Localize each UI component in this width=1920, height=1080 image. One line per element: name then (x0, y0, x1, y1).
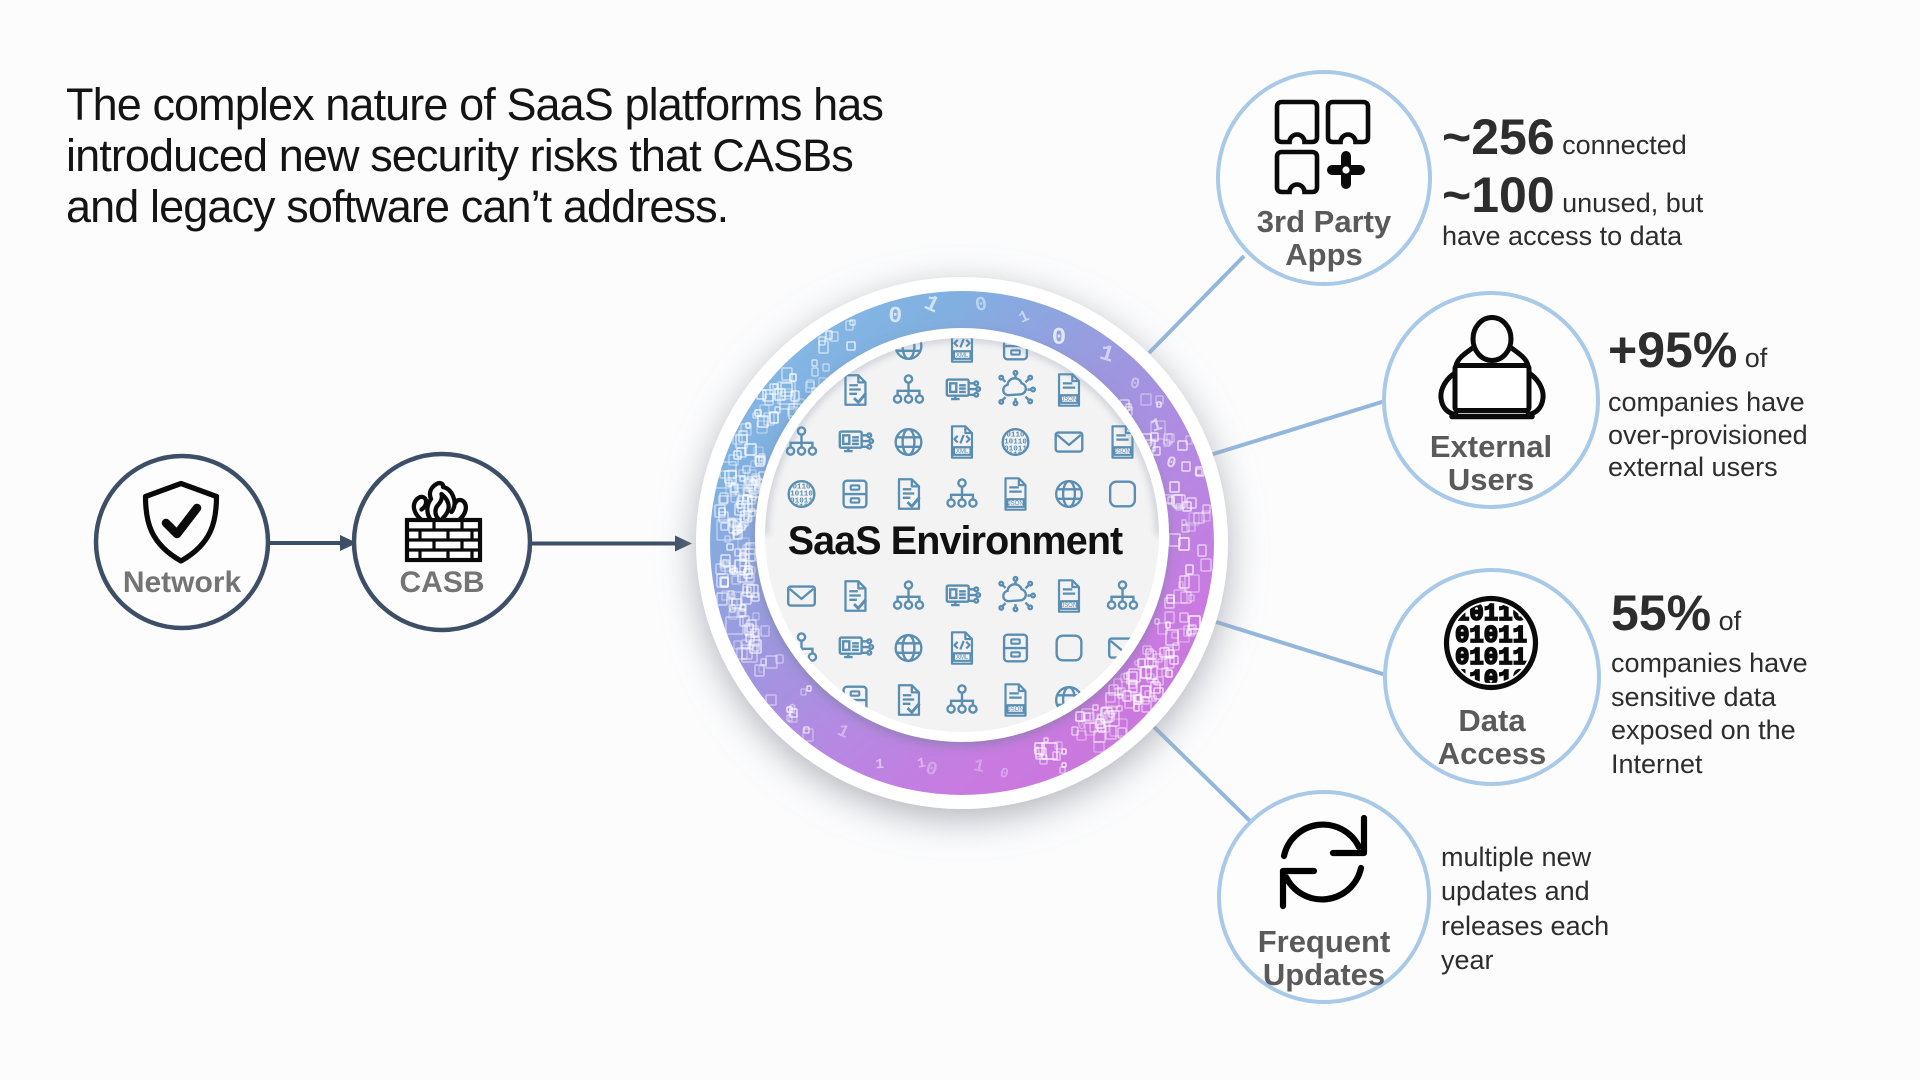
svg-text:01011: 01011 (1455, 645, 1527, 672)
svg-text:0: 0 (1128, 374, 1141, 394)
svg-text:0: 0 (787, 702, 797, 719)
svg-text:0: 0 (1052, 325, 1066, 352)
svg-text:1: 1 (875, 757, 884, 773)
svg-text:01011: 01011 (1455, 623, 1527, 650)
svg-text:0: 0 (974, 293, 989, 318)
svg-text:0: 0 (1164, 453, 1178, 473)
svg-text:0: 0 (888, 303, 903, 329)
svg-text:1: 1 (972, 756, 987, 778)
svg-text:1: 1 (916, 755, 927, 772)
